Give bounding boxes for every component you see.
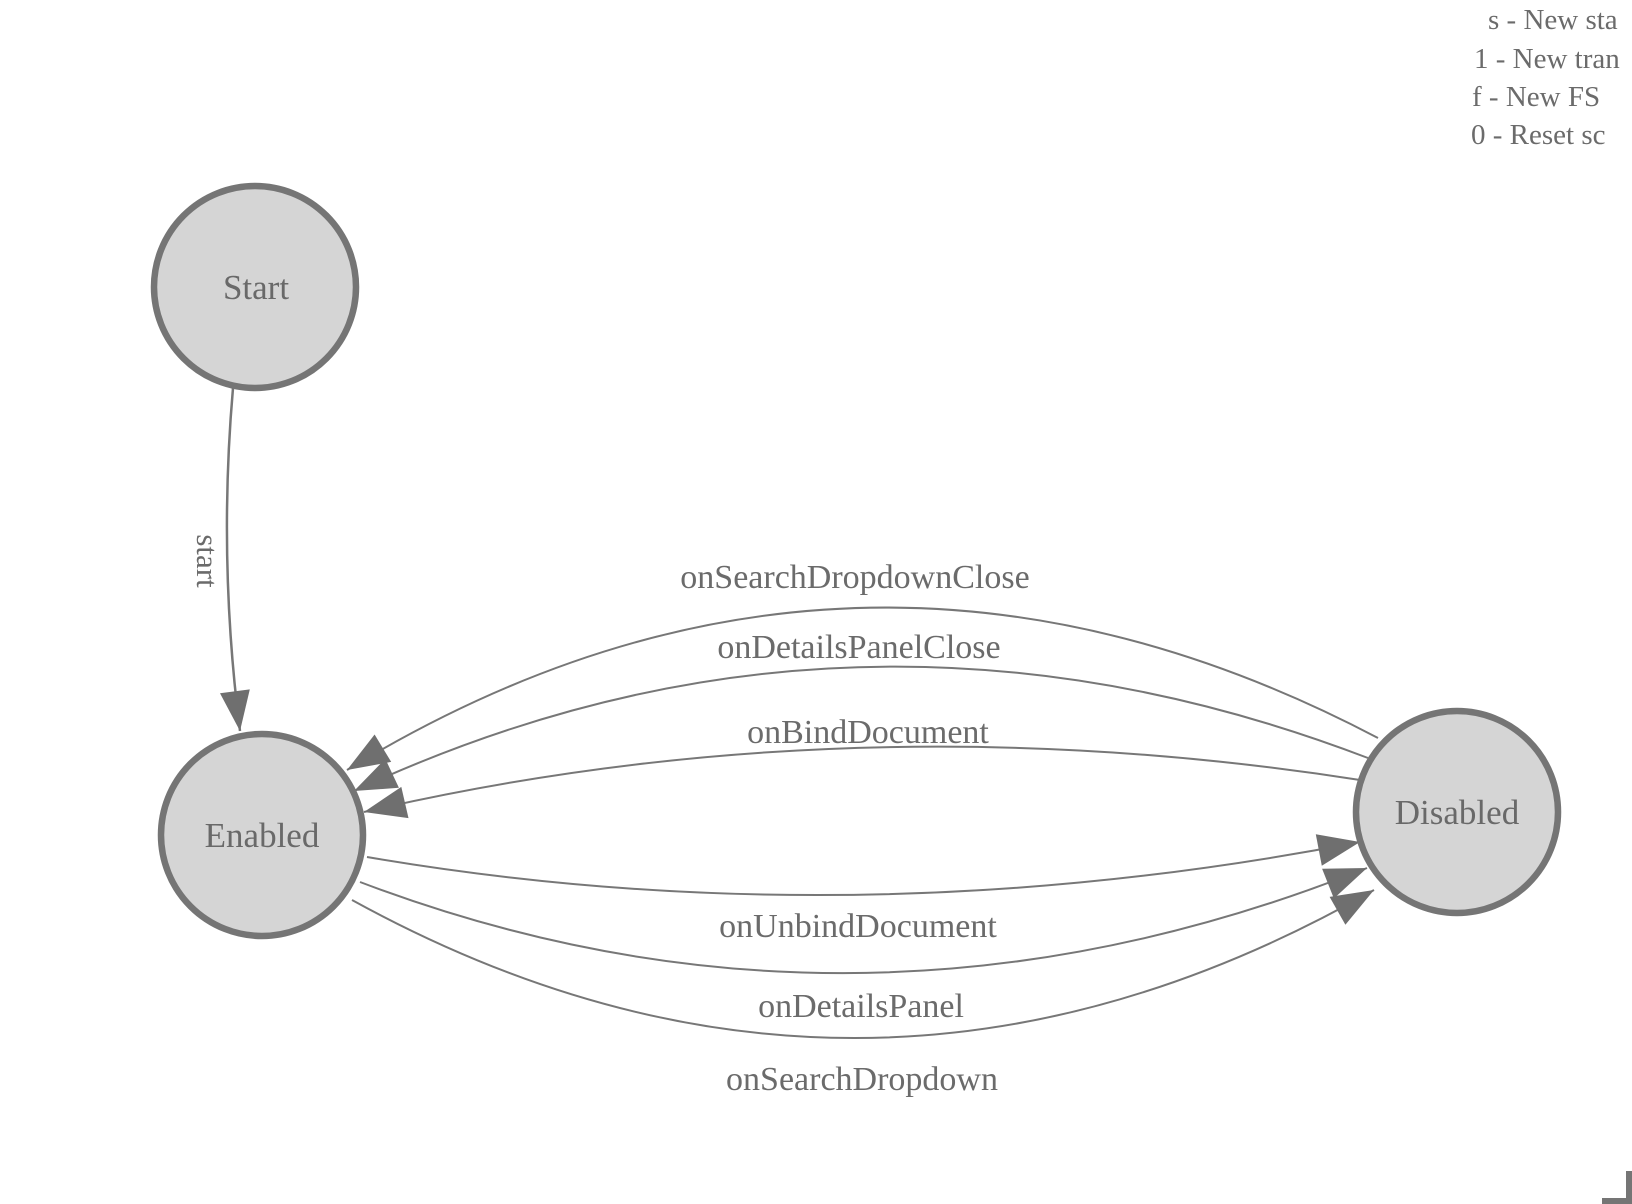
node-enabled-circle[interactable] <box>157 730 367 940</box>
edge-label-group: start onSearchDropdownClose onDetailsPan… <box>190 534 1030 1098</box>
edge-onDetailsPanelClose[interactable] <box>353 665 1369 792</box>
arrowhead-onSearchDropdown <box>1329 890 1374 925</box>
edge-label-onBindDocument: onBindDocument <box>747 714 989 751</box>
arrowhead-onBindDocument <box>364 786 409 819</box>
edge-label-onDetailsPanelClose: onDetailsPanelClose <box>717 629 1000 666</box>
edge-label-onUnbindDocument: onUnbindDocument <box>719 908 997 945</box>
canvas-corner-mark <box>1602 1171 1632 1204</box>
arrowhead-onDetailsPanel <box>1322 868 1367 899</box>
edge-label-onDetailsPanel: onDetailsPanel <box>758 988 964 1025</box>
corner-mark-horizontal <box>1602 1198 1632 1204</box>
edge-onUnbindDocument[interactable] <box>366 841 1361 897</box>
node-disabled[interactable]: Disabled <box>1352 707 1562 917</box>
edge-onSearchDropdown[interactable] <box>351 889 1375 1039</box>
arrowhead-onDetailsPanelClose <box>354 758 399 791</box>
node-enabled[interactable]: Enabled <box>157 730 367 940</box>
edge-onDetailsPanel[interactable] <box>359 867 1368 975</box>
legend-line-new-transition: 1 - New tran <box>1474 43 1620 75</box>
edge-start[interactable] <box>225 387 242 732</box>
edge-onBindDocument[interactable] <box>363 745 1361 813</box>
edge-label-onSearchDropdownClose: onSearchDropdownClose <box>680 559 1029 596</box>
edge-onSearchDropdownClose[interactable] <box>346 606 1379 771</box>
edge-label-onSearchDropdown: onSearchDropdown <box>726 1061 998 1098</box>
node-start[interactable]: Start <box>150 182 360 392</box>
node-disabled-circle[interactable] <box>1352 707 1562 917</box>
arrowhead-start-to-enabled <box>220 689 250 731</box>
node-enabled-label: Enabled <box>205 816 320 855</box>
node-disabled-label: Disabled <box>1395 793 1520 832</box>
shortcut-legend: s - New sta 1 - New tran f - New FS 0 - … <box>1471 4 1620 151</box>
legend-line-reset: 0 - Reset sc <box>1471 119 1606 151</box>
corner-mark-vertical <box>1626 1171 1632 1204</box>
edge-label-start: start <box>190 534 225 588</box>
edge-group <box>220 387 1379 1039</box>
arrowhead-onSearchDropdownClose <box>347 734 392 770</box>
node-start-circle[interactable] <box>150 182 360 392</box>
node-start-label: Start <box>223 268 289 307</box>
legend-line-new-state: s - New sta <box>1488 4 1618 36</box>
legend-line-new-fsm: f - New FS <box>1472 81 1600 113</box>
arrowhead-onUnbindDocument <box>1315 834 1360 866</box>
